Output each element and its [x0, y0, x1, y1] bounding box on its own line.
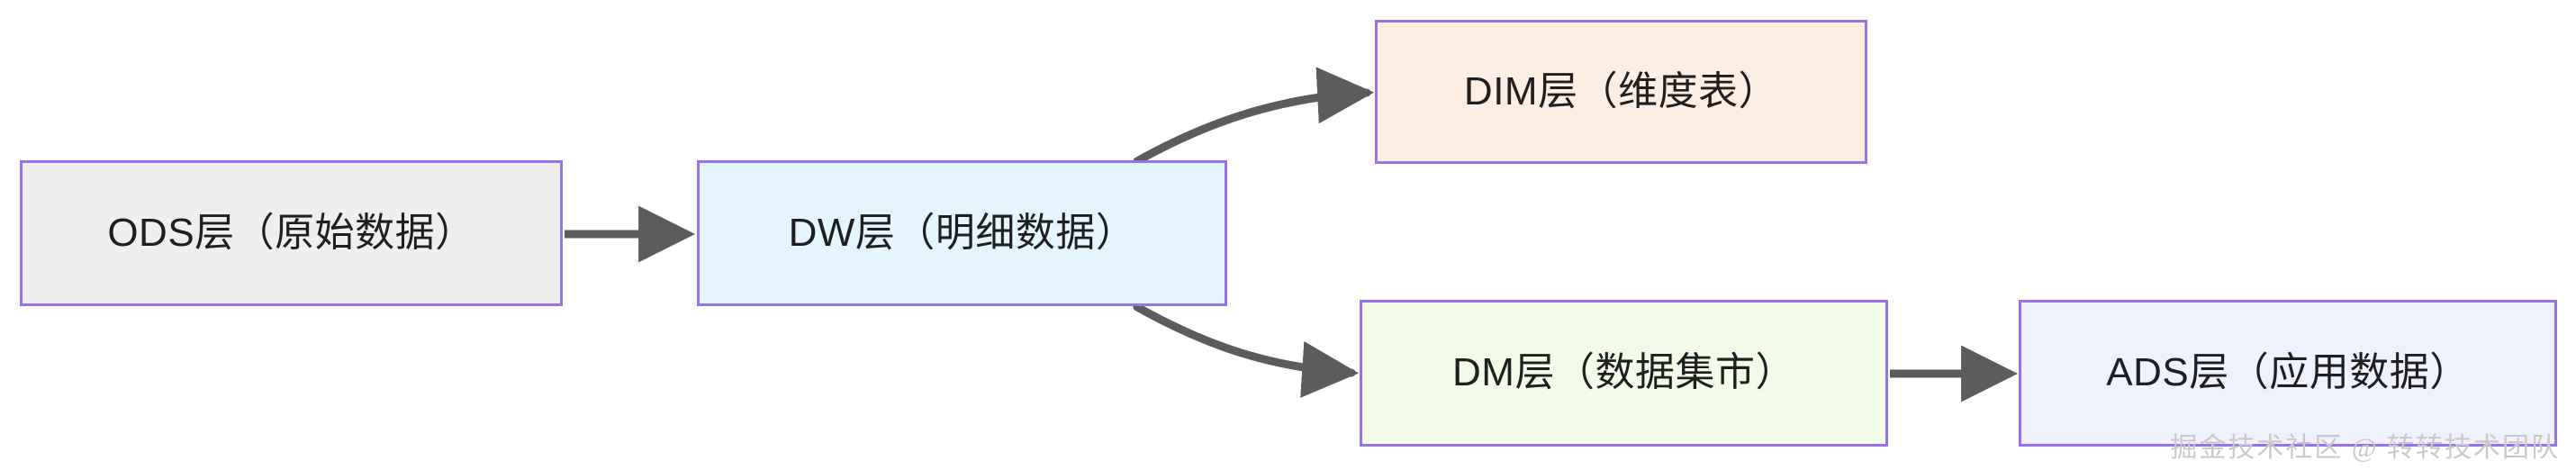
- node-dm-label: DM层（数据集市）: [1452, 350, 1795, 395]
- edge-dw-to-dim: [1133, 67, 1375, 166]
- node-ads-label: ADS层（应用数据）: [2106, 350, 2470, 395]
- node-ads-layer[interactable]: ADS层（应用数据）: [2019, 300, 2557, 447]
- node-dm-layer[interactable]: DM层（数据集市）: [1360, 300, 1888, 447]
- edge-dw-to-dm: [1133, 303, 1360, 398]
- node-dim-label: DIM层（维度表）: [1463, 68, 1779, 113]
- node-dw-layer[interactable]: DW层（明细数据）: [697, 160, 1227, 306]
- node-dim-layer[interactable]: DIM层（维度表）: [1375, 20, 1867, 164]
- node-ods-label: ODS层（原始数据）: [107, 210, 475, 255]
- watermark: 掘金技术社区 @ 转转技术团队: [2170, 433, 2560, 463]
- node-ods-layer[interactable]: ODS层（原始数据）: [20, 160, 563, 306]
- node-dw-label: DW层（明细数据）: [788, 210, 1136, 255]
